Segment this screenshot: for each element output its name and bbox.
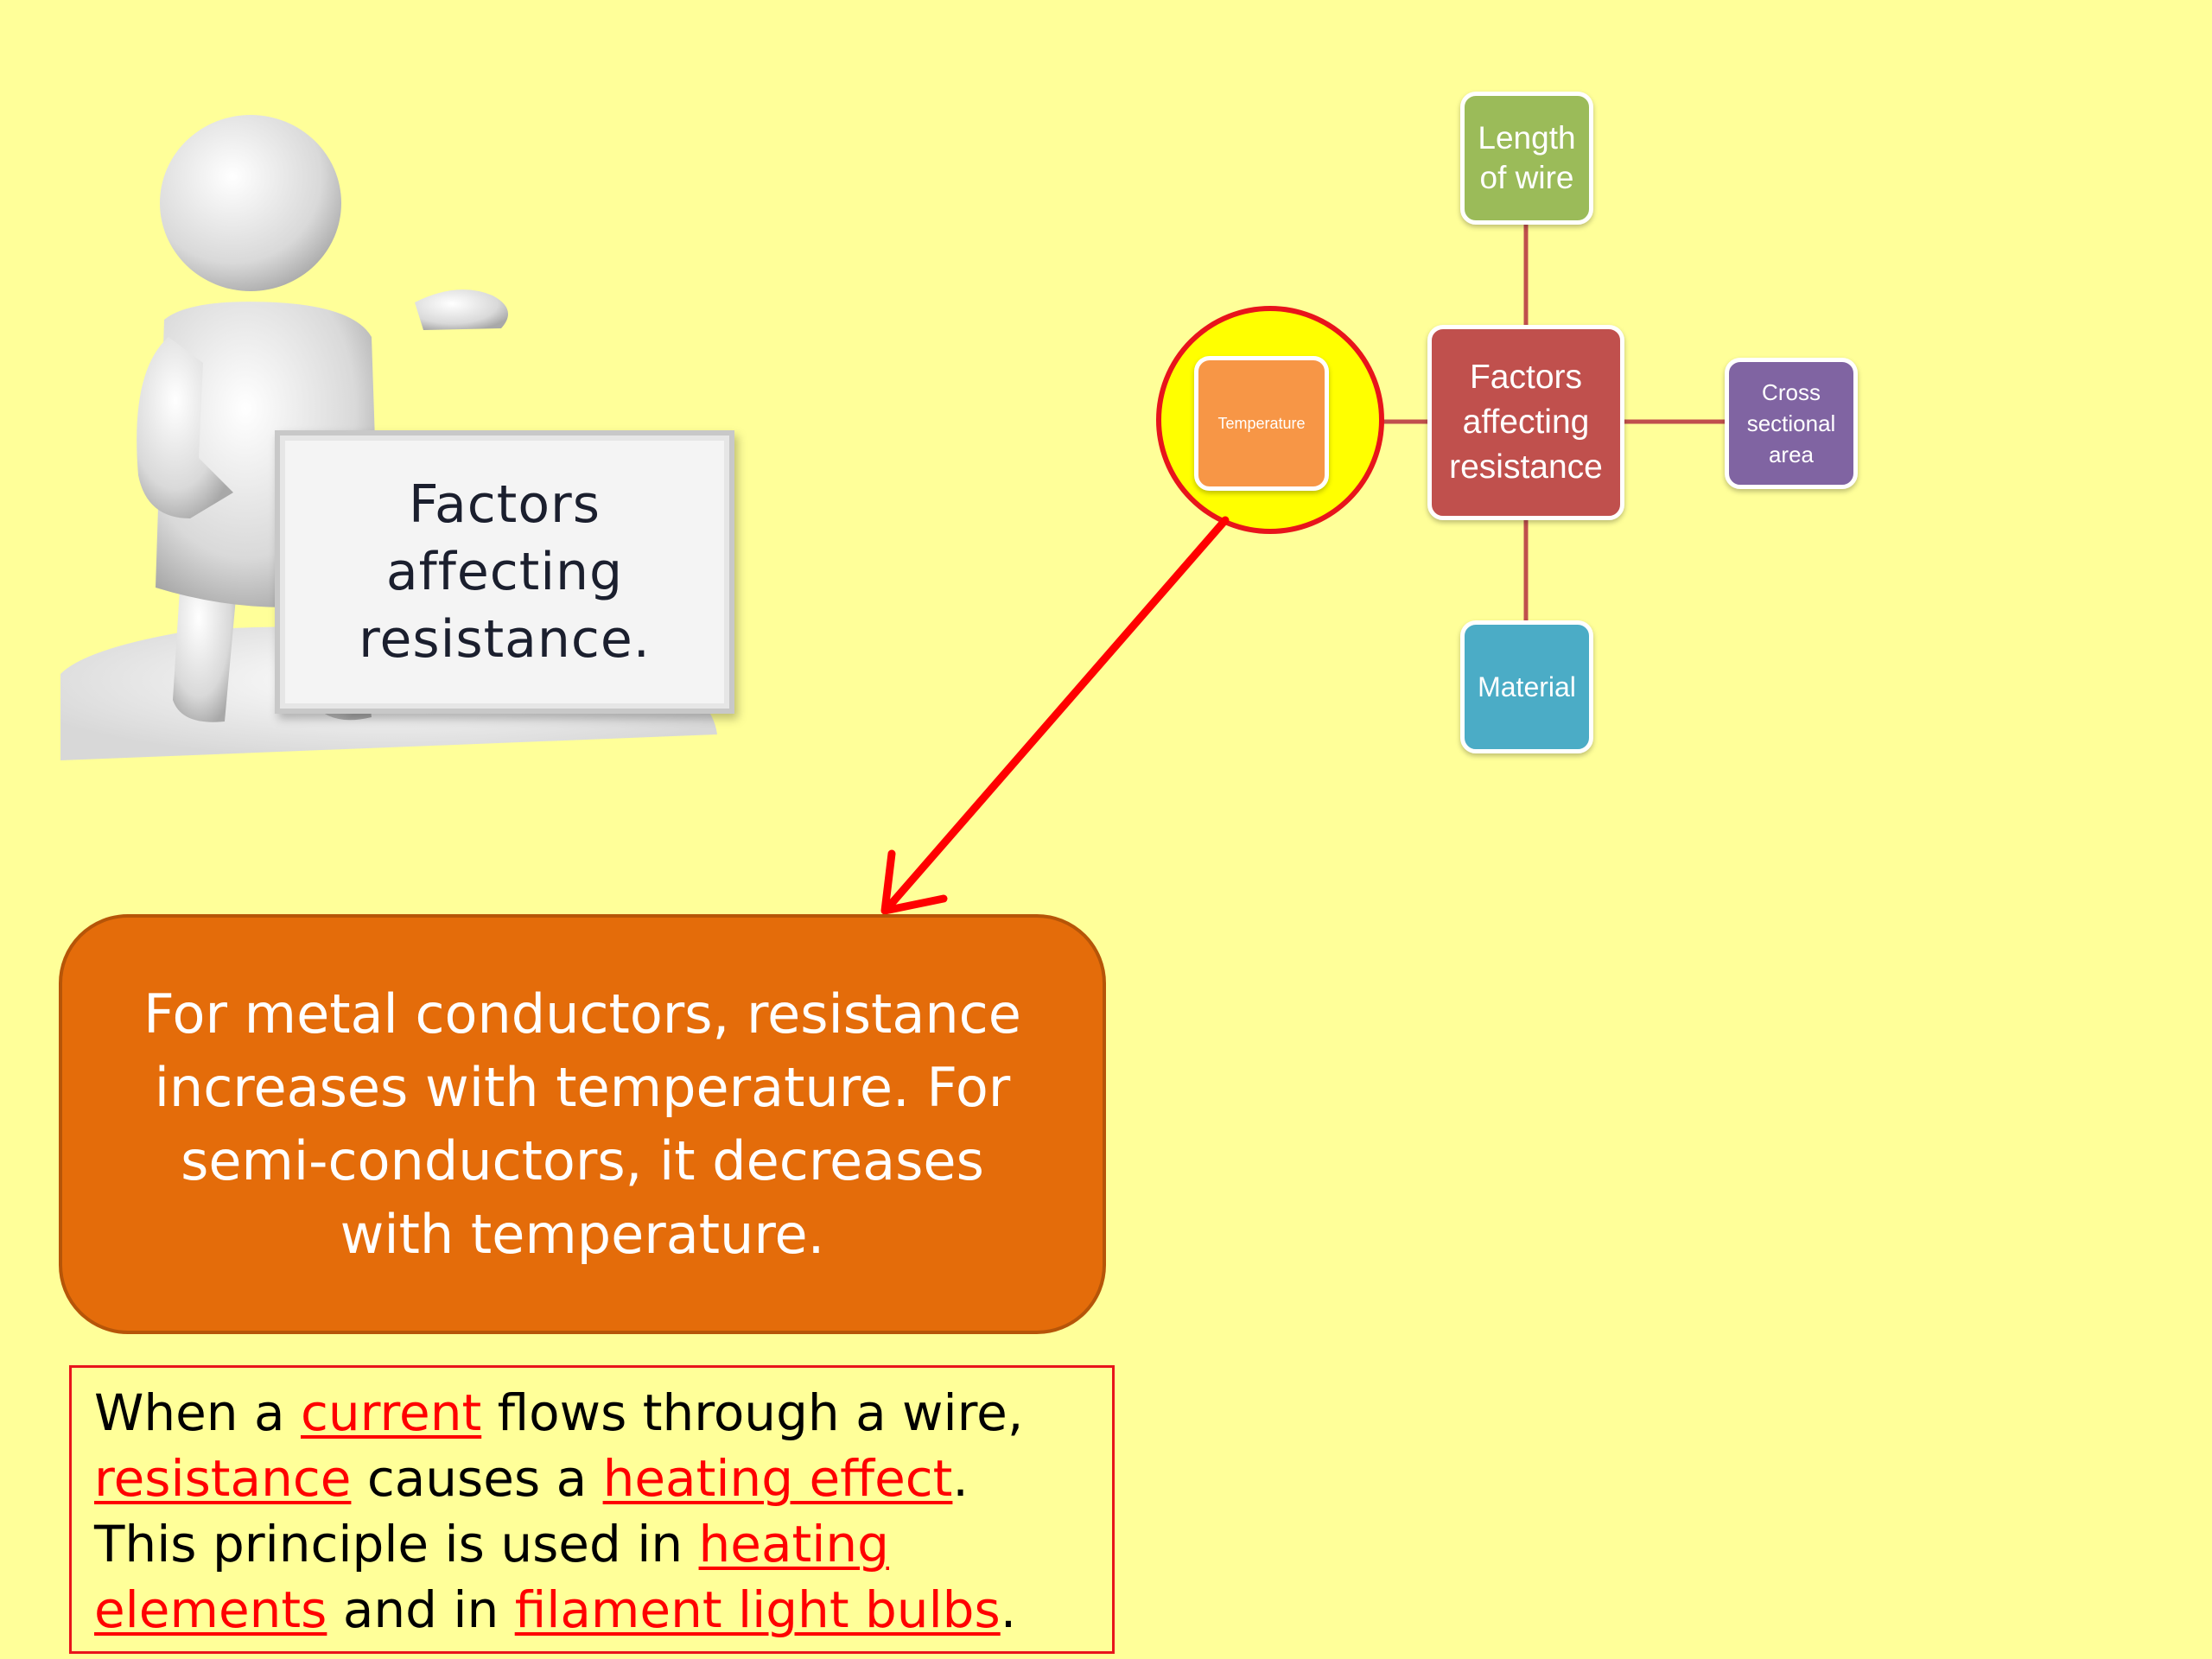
note-text: . — [952, 1449, 969, 1508]
red-arrow-line — [884, 516, 1230, 912]
note-text: . — [1000, 1580, 1017, 1639]
node-cross-sectional-area: Cross sectional area — [1725, 358, 1858, 489]
figure-holding-sign: Factors affecting resistance. — [52, 112, 734, 769]
note-text: This principle is used in — [94, 1515, 699, 1573]
node-label: of wire — [1479, 160, 1574, 195]
node-label: affecting — [1462, 404, 1590, 441]
sign-line: Factors — [409, 474, 601, 535]
node-label: sectional — [1746, 410, 1836, 436]
node-label: Factors — [1469, 359, 1583, 396]
heating-effect-note: When a current flows through a wire, res… — [69, 1365, 1115, 1654]
note-line-3: This principle is used in heating — [94, 1511, 1090, 1577]
note-text: flows through a wire, — [481, 1383, 1024, 1442]
node-label: resistance — [1449, 448, 1603, 486]
node-label: Material — [1478, 671, 1576, 702]
sign-line: resistance. — [359, 609, 651, 670]
node-length-of-wire: Length of wire — [1460, 92, 1593, 225]
keyword-elements: elements — [94, 1580, 327, 1639]
sign-board: Factors affecting resistance. — [275, 430, 734, 714]
callout-line: For metal conductors, resistance — [143, 982, 1021, 1046]
sign-text: Factors affecting resistance. — [359, 471, 651, 673]
temperature-callout: For metal conductors, resistance increas… — [59, 914, 1106, 1334]
node-label: Cross — [1762, 379, 1821, 405]
note-text: causes a — [351, 1449, 603, 1508]
node-label: Length — [1478, 120, 1576, 156]
node-temperature: Temperature — [1194, 356, 1329, 491]
node-label: Temperature — [1217, 415, 1306, 432]
node-label: area — [1768, 442, 1815, 467]
callout-text: For metal conductors, resistance increas… — [143, 977, 1021, 1271]
sign-line: affecting — [385, 542, 624, 602]
note-text: and in — [327, 1580, 515, 1639]
node-material: Material — [1460, 620, 1593, 753]
note-line-4: elements and in filament light bulbs. — [94, 1577, 1090, 1643]
red-arrow-head-icon — [880, 849, 948, 915]
note-line-1: When a current flows through a wire, — [94, 1380, 1090, 1446]
keyword-resistance: resistance — [94, 1449, 352, 1508]
callout-line: with temperature. — [340, 1203, 825, 1266]
note-text: When a — [94, 1383, 301, 1442]
node-factors-affecting-resistance: Factors affecting resistance — [1427, 325, 1624, 520]
callout-line: semi-conductors, it decreases — [181, 1129, 984, 1192]
callout-line: increases with temperature. For — [154, 1056, 1011, 1119]
keyword-filament-light-bulbs: filament light bulbs — [514, 1580, 1001, 1639]
keyword-heating: heating — [698, 1515, 889, 1573]
keyword-current: current — [300, 1383, 482, 1442]
keyword-heating-effect: heating effect — [602, 1449, 953, 1508]
note-line-2: resistance causes a heating effect. — [94, 1446, 1090, 1511]
